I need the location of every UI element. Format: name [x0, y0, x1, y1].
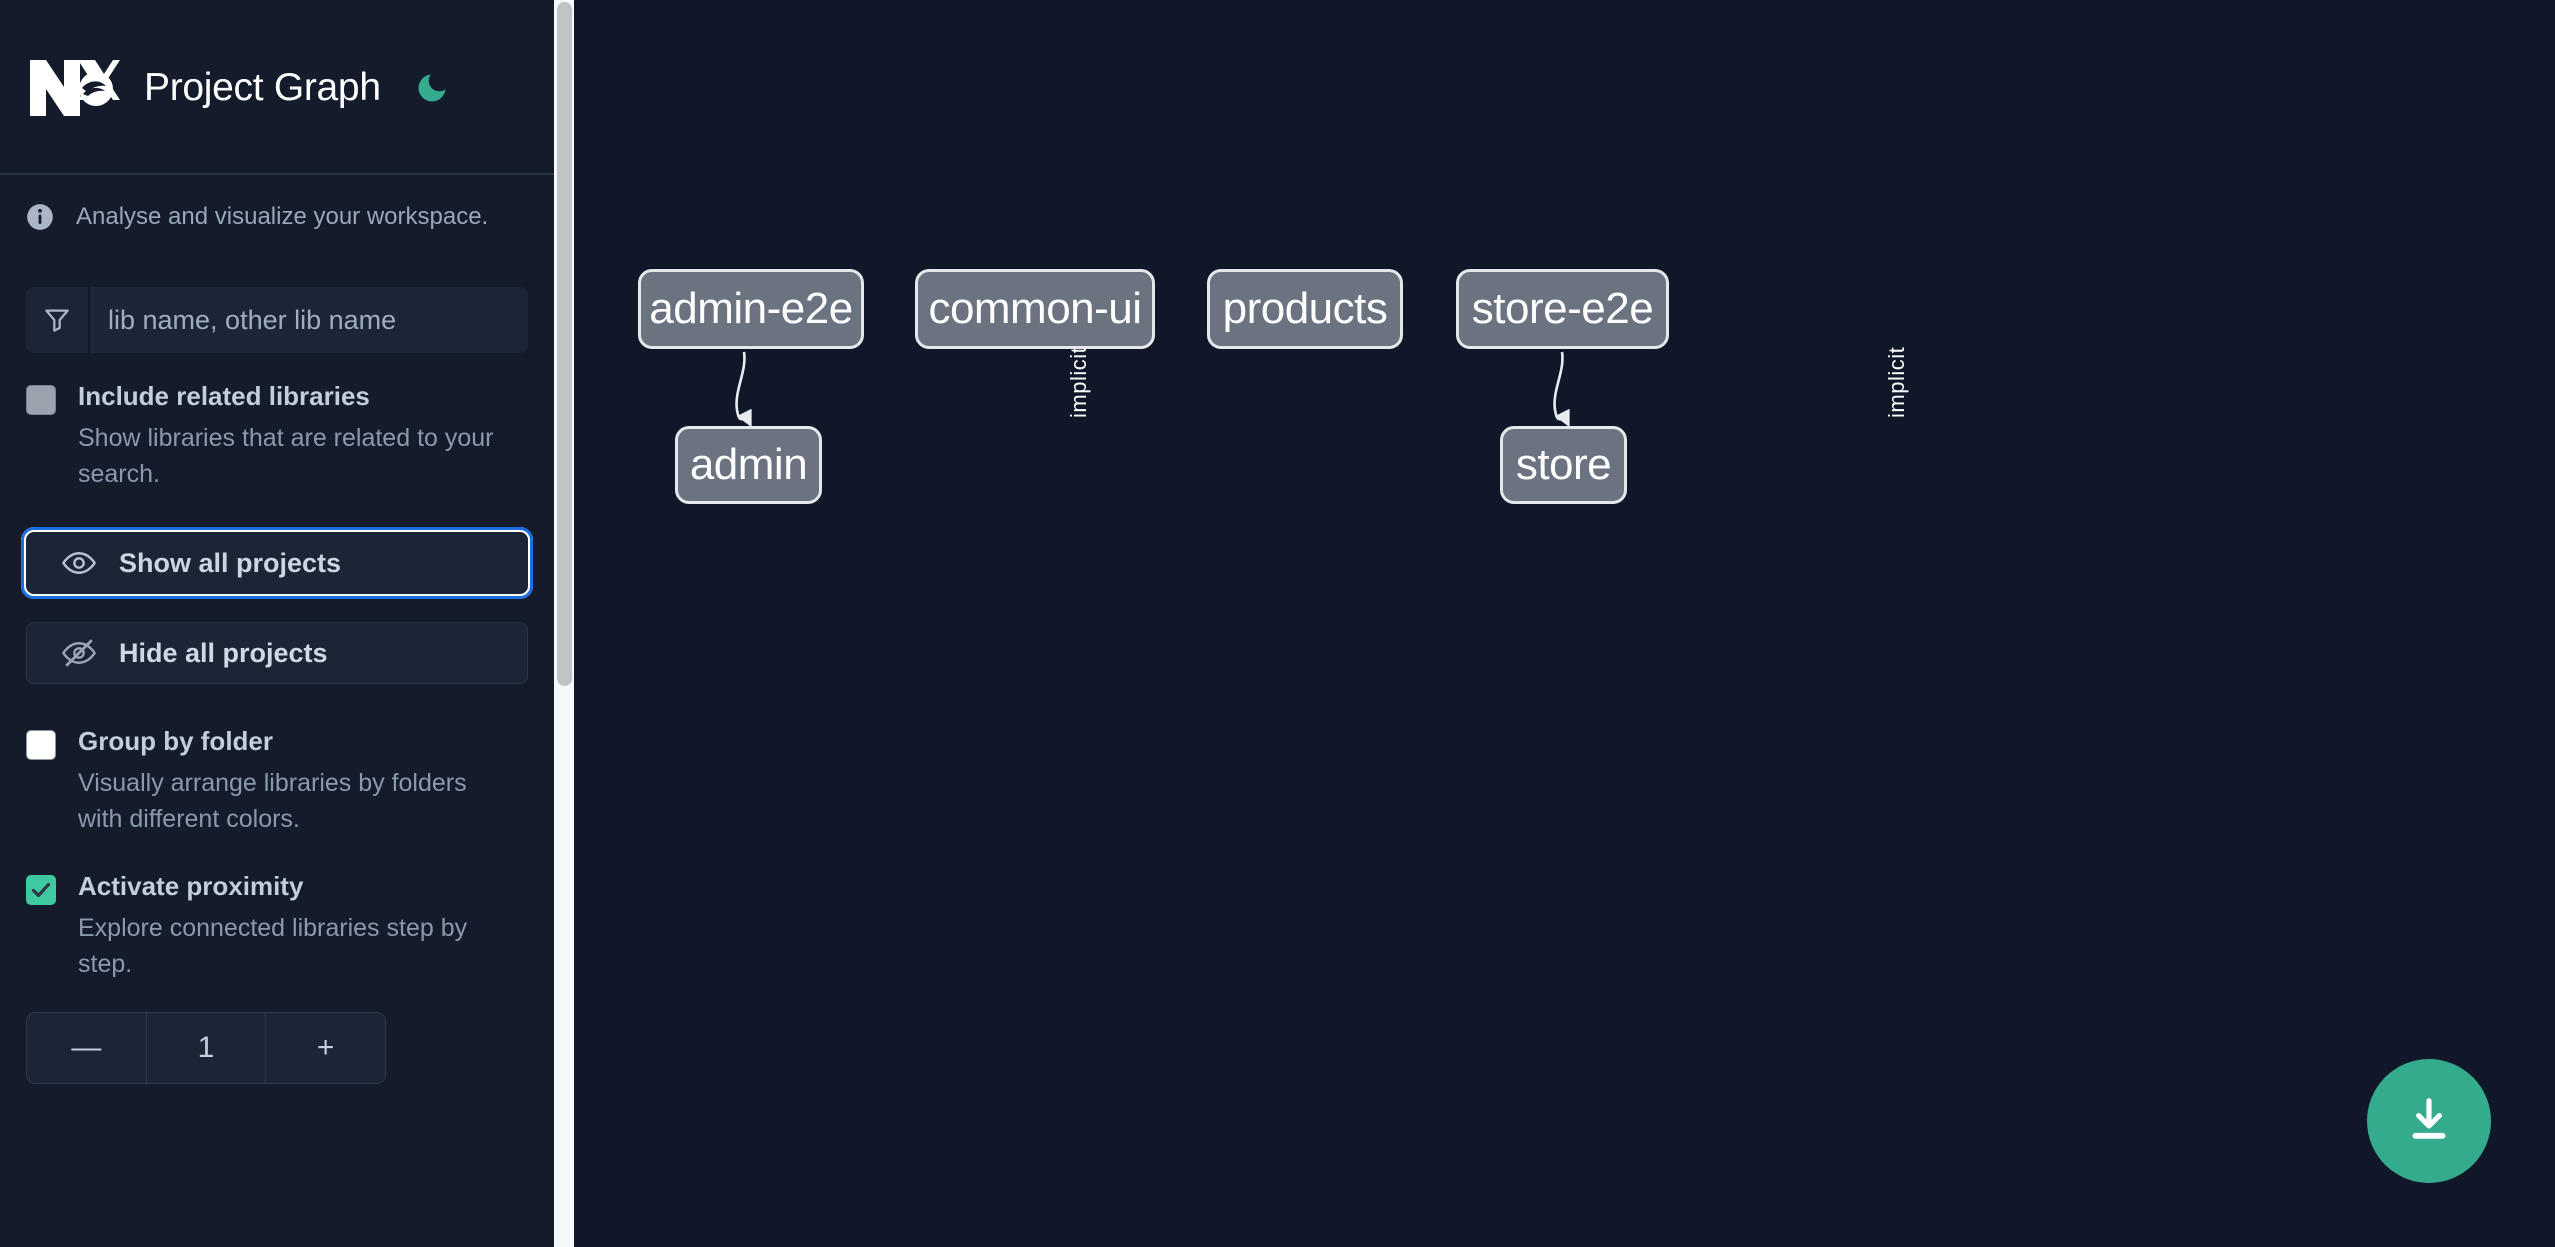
option-activate-proximity[interactable]: Activate proximity Explore connected lib… — [0, 871, 554, 982]
sidebar: Project Graph Analyse and visualize your… — [0, 0, 554, 1247]
search-input[interactable] — [90, 287, 528, 353]
graph-edges — [735, 351, 1570, 428]
edge-store-e2e-to-store — [1553, 351, 1570, 428]
download-icon — [2412, 1098, 2446, 1139]
edge-label-implicit: implicit — [1884, 346, 1909, 418]
page-title: Project Graph — [144, 65, 381, 109]
option-description: Explore connected libraries step by step… — [78, 914, 468, 978]
option-title: Include related libraries — [78, 381, 370, 411]
proximity-increment-button[interactable]: + — [265, 1013, 385, 1083]
proximity-value[interactable]: 1 — [145, 1013, 266, 1083]
show-all-projects-label: Show all projects — [119, 547, 342, 578]
eye-off-icon — [61, 635, 97, 671]
graph-node-admin-e2e[interactable]: admin-e2e — [638, 269, 864, 349]
search-box[interactable] — [26, 287, 528, 353]
edge-label-implicit: implicit — [1066, 346, 1091, 418]
graph-node-store-e2e[interactable]: store-e2e — [1456, 269, 1669, 349]
graph-node-store[interactable]: store — [1500, 426, 1627, 504]
option-include-related-libraries[interactable]: Include related libraries Show libraries… — [0, 381, 554, 492]
checkbox-include-related-libraries[interactable] — [26, 385, 56, 415]
proximity-decrement-button[interactable]: — — [71, 1031, 102, 1064]
option-description: Visually arrange libraries by folders wi… — [78, 769, 467, 833]
edge-admin-e2e-to-admin — [735, 351, 752, 428]
graph-node-common-ui[interactable]: common-ui — [915, 269, 1155, 349]
download-graph-button[interactable] — [2367, 1059, 2491, 1183]
sidebar-scrollbar-thumb[interactable] — [557, 2, 572, 686]
graph-node-products[interactable]: products — [1207, 269, 1403, 349]
sidebar-scrollbar[interactable] — [554, 0, 574, 1247]
project-visibility-buttons: Show all projects Hide all projects — [0, 527, 554, 684]
eye-icon — [61, 545, 97, 581]
workspace-info: Analyse and visualize your workspace. — [0, 175, 554, 259]
option-description: Show libraries that are related to your … — [78, 424, 494, 488]
checkbox-activate-proximity[interactable] — [26, 875, 56, 905]
show-all-projects-button[interactable]: Show all projects — [21, 527, 533, 599]
hide-all-projects-label: Hide all projects — [119, 637, 328, 668]
workspace-info-text: Analyse and visualize your workspace. — [76, 203, 489, 230]
proximity-stepper: — 1 + — [26, 1012, 386, 1084]
sidebar-header: Project Graph — [0, 0, 554, 175]
checkbox-group-by-folder[interactable] — [26, 730, 56, 760]
filter-icon — [26, 287, 90, 353]
option-group-by-folder[interactable]: Group by folder Visually arrange librari… — [0, 726, 554, 837]
info-icon — [27, 204, 53, 230]
graph-node-admin[interactable]: admin — [675, 426, 822, 504]
project-graph-canvas[interactable]: implicit implicit admin-e2e common-ui pr… — [574, 0, 2555, 1247]
hide-all-projects-button[interactable]: Hide all projects — [26, 622, 528, 684]
option-title: Activate proximity — [78, 871, 304, 901]
moon-icon[interactable] — [411, 67, 453, 109]
nx-logo-icon — [30, 59, 120, 116]
option-title: Group by folder — [78, 726, 273, 756]
